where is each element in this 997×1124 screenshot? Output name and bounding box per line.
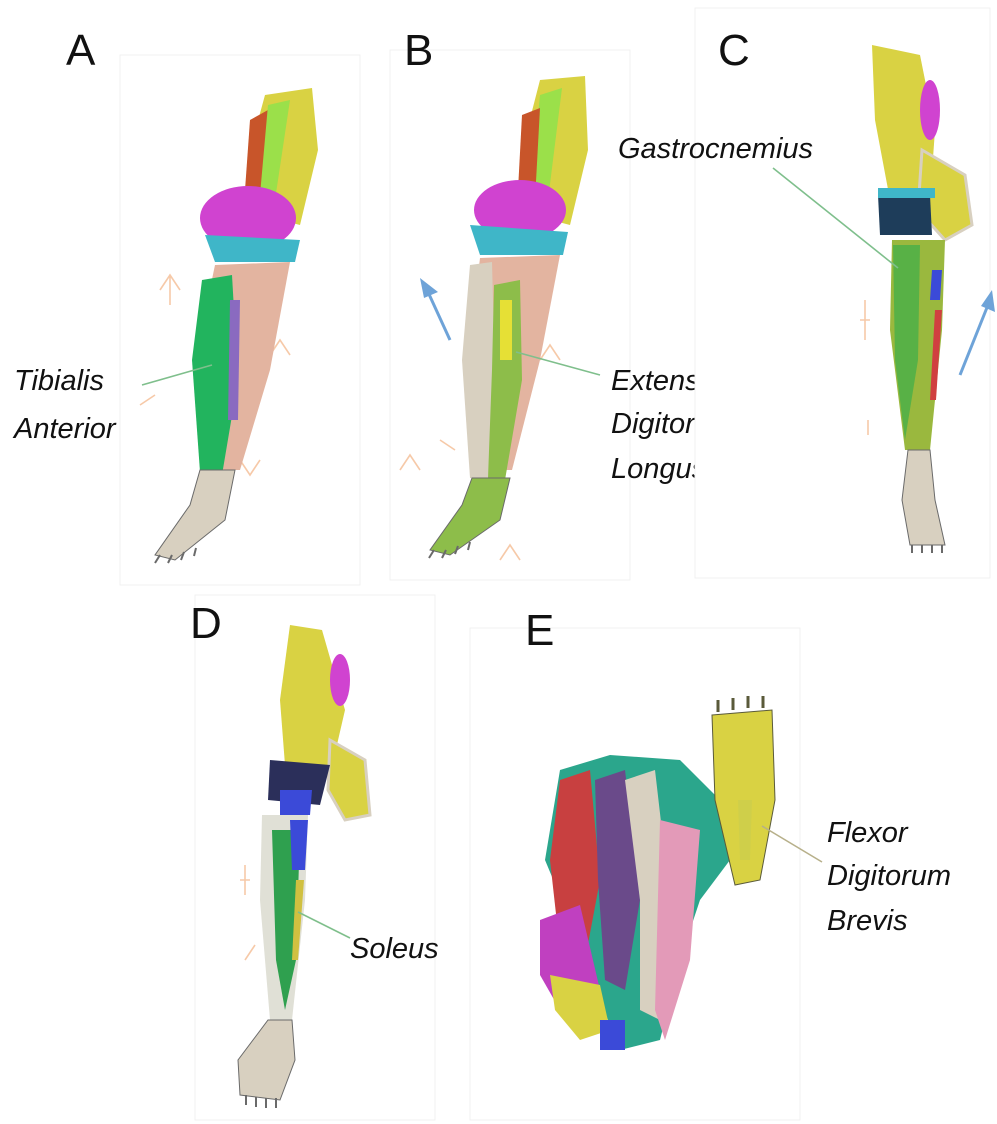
tendon-highlight <box>500 300 512 360</box>
panel-d: D Soleus <box>190 595 439 1120</box>
panel-a: A Tibialis Anterior <box>12 26 360 585</box>
posterior-muscle <box>330 654 350 706</box>
deep-muscle <box>228 300 240 420</box>
panel-c: C Gastrocnemius <box>618 8 995 578</box>
panel-b-letter: B <box>404 26 433 75</box>
flexor-digitorum-brevis-muscle <box>738 800 752 860</box>
deep-muscle-blue <box>280 790 312 815</box>
posterior-muscle <box>920 80 940 140</box>
panel-e-muscle-label: Flexor Digitorum Brevis <box>827 817 959 937</box>
panel-e: E Flexor Digitorum Brevis <box>470 606 959 1120</box>
knee-joint <box>878 195 932 235</box>
panel-b: B Extensor Digitorum Longus <box>390 26 743 580</box>
panel-a-muscle-label: Tibialis Anterior <box>12 365 117 445</box>
blue-muscle <box>600 1020 625 1050</box>
panel-c-muscle-label: Gastrocnemius <box>618 133 813 165</box>
panel-d-muscle-label: Soleus <box>350 933 439 965</box>
panel-c-letter: C <box>718 26 750 75</box>
panel-a-letter: A <box>66 26 96 75</box>
panel-d-letter: D <box>190 599 222 648</box>
knee-band <box>878 188 935 198</box>
panel-e-letter: E <box>525 606 554 655</box>
deep-muscle-blue <box>930 270 942 300</box>
panel-c-frame <box>695 8 990 578</box>
deep-muscle <box>290 820 308 870</box>
